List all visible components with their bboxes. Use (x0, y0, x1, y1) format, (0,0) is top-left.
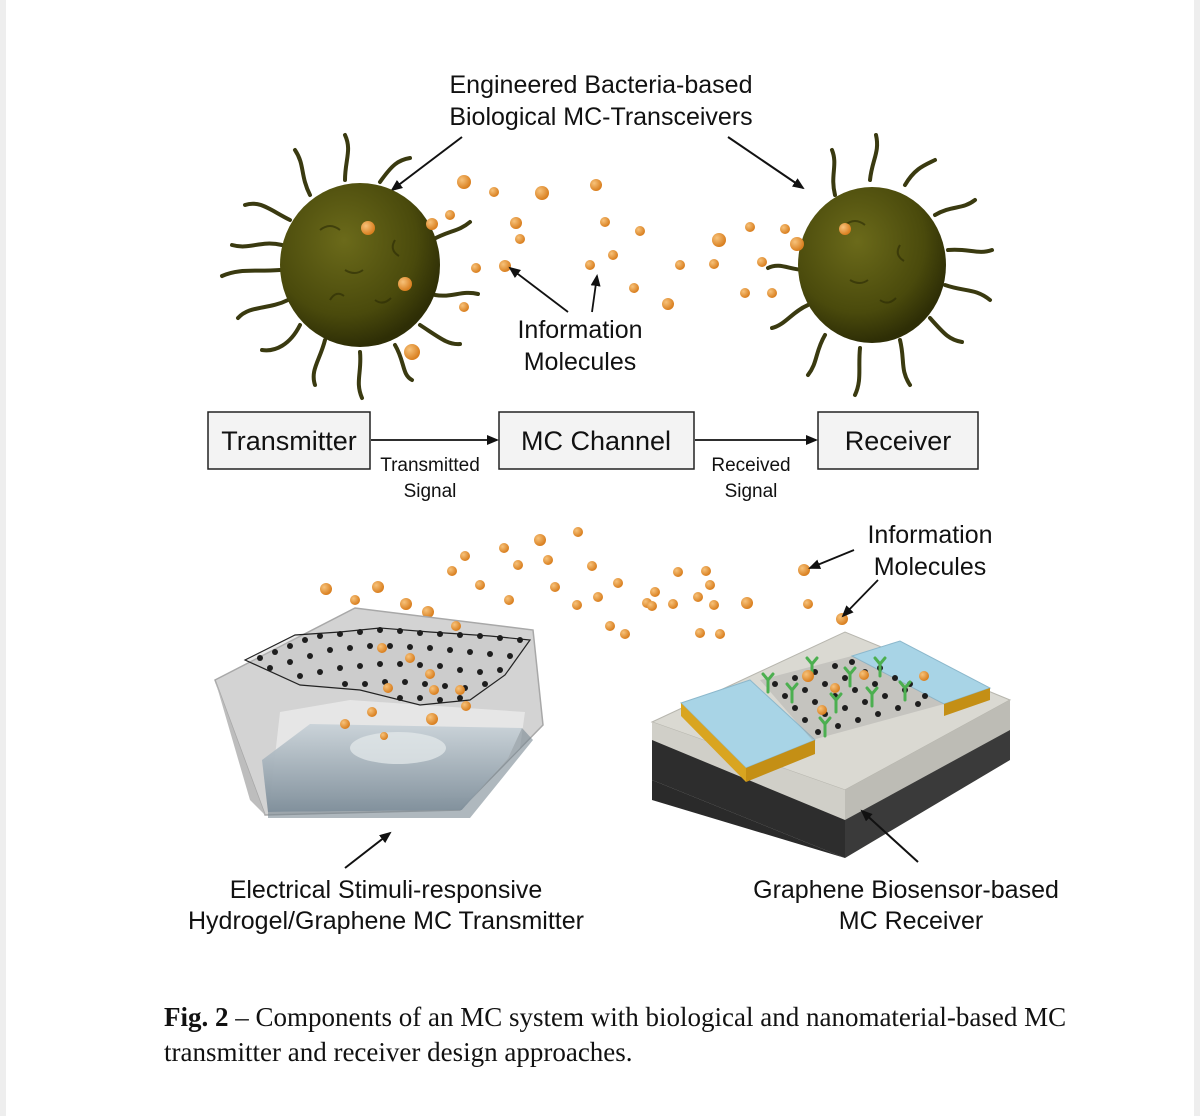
right-bacterium-flagella (766, 133, 994, 397)
right-bacterium-texture (844, 220, 905, 304)
transmitter-molecules (340, 621, 471, 740)
figure-caption: Fig. 2 – Components of an MC system with… (164, 1000, 1124, 1070)
hydrogel-transmitter-illustration (214, 607, 544, 818)
mc-system-diagram: Engineered Bacteria-based Biological MC-… (188, 71, 1059, 935)
graphene-biosensor-receiver-illustration (650, 631, 1012, 858)
transmitter-label-line1: Electrical Stimuli-responsive (230, 876, 543, 904)
bacteria-title-line1: Engineered Bacteria-based (450, 71, 753, 99)
figure-caption-text: – Components of an MC system with biolog… (164, 1002, 1067, 1067)
transmitter-label-line2: Hydrogel/Graphene MC Transmitter (188, 907, 584, 935)
received-signal-line1: Received (711, 455, 790, 476)
info-arrow-top-2 (590, 274, 601, 313)
arrow-to-receiver (860, 809, 919, 863)
receiver-box (817, 411, 979, 470)
transmitter-box-label: Transmitter (221, 426, 357, 456)
left-bacterium-texture (319, 225, 400, 304)
info-molecules-top-line2: Molecules (524, 348, 637, 376)
transmitted-signal-line2: Signal (404, 481, 457, 502)
arrow-to-left-bacterium (390, 136, 463, 192)
bacteria-title-line2: Biological MC-Transceivers (449, 103, 752, 131)
arrow-to-transmitter (344, 831, 392, 869)
left-bacterium-flagella (220, 133, 480, 400)
receiver-label-line1: Graphene Biosensor-based (753, 876, 1059, 904)
transmitted-signal-line1: Transmitted (380, 455, 480, 476)
graphene-atoms-transmitter (257, 627, 523, 703)
info-molecules-top-line1: Information (517, 316, 642, 344)
received-signal-line2: Signal (725, 481, 778, 502)
top-molecules (361, 175, 851, 360)
receiver-label-line2: MC Receiver (839, 907, 983, 935)
mc-channel-box (498, 411, 695, 470)
left-bacterium (280, 183, 440, 347)
right-page-border (1194, 0, 1200, 1116)
transmitter-box (207, 411, 371, 470)
info-molecules-bottom-line1: Information (867, 521, 992, 549)
mc-channel-box-label: MC Channel (521, 426, 671, 456)
info-arrow-top-1 (508, 266, 569, 313)
info-arrow-bottom-1 (808, 549, 855, 569)
info-arrow-bottom-2 (841, 579, 879, 618)
receiver-box-label: Receiver (845, 426, 952, 456)
info-molecules-bottom-line2: Molecules (874, 553, 987, 581)
arrow-to-right-bacterium (727, 136, 805, 190)
figure-number: Fig. 2 (164, 1002, 229, 1032)
receiver-molecules (802, 670, 929, 715)
left-page-border (0, 0, 6, 1116)
right-bacterium (798, 187, 946, 343)
